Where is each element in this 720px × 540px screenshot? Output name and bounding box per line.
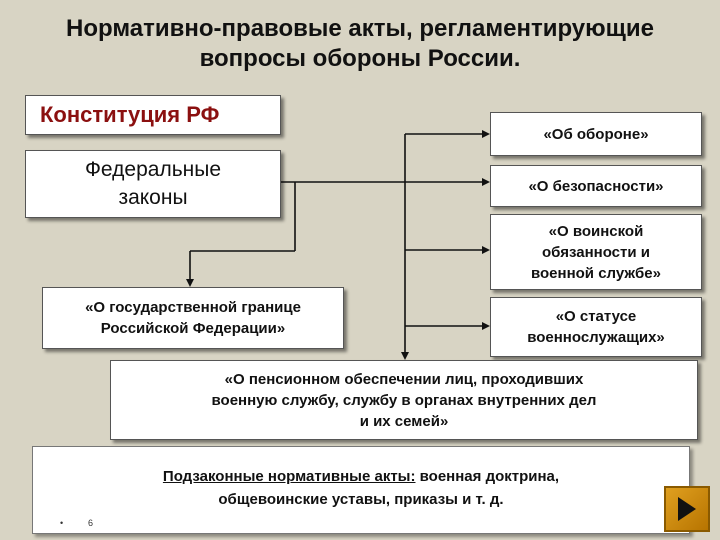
law-pension-box: «О пенсионном обеспечении лиц, проходивш… [110,360,698,440]
arrowhead-status [482,322,490,330]
law-border-line-2: Российской Федерации» [100,320,286,337]
federal-laws-line-1: Федеральные [84,158,222,181]
law-security-box: «О безопасности» [490,165,702,207]
slide-title: Нормативно-правовые акты, регламентирующ… [0,14,720,74]
title-line-2: вопросы обороны России. [199,45,521,72]
constitution-box: Конституция РФ [25,95,281,135]
federal-laws-box: Федеральные законы [25,150,281,218]
law-military-duty-line-1: «О воинской [548,222,644,240]
slide-number: 6 [88,518,94,528]
next-slide-button[interactable] [664,486,710,532]
title-line-1: Нормативно-правовые акты, регламентирующ… [66,15,654,42]
subordinate-acts-text-2: общевоинские уставы, приказы и т. д. [218,491,504,508]
arrowhead-pension [401,352,409,360]
law-pension-line-2: военную службу, службу в органах внутрен… [211,391,597,409]
footer-bullet: • [60,518,64,528]
arrowhead-defense [482,130,490,138]
constitution-label: Конституция РФ [40,102,220,127]
law-defense-label: «Об обороне» [543,125,649,143]
subordinate-acts-label: Подзаконные нормативные акты: [162,468,416,485]
law-security-label: «О безопасности» [528,177,664,195]
law-status-box: «О статусе военнослужащих» [490,297,702,357]
arrowhead-border [186,279,194,287]
arrowhead-security [482,178,490,186]
law-pension-line-1: «О пенсионном обеспечении лиц, проходивш… [224,370,584,388]
law-status-line-2: военнослужащих» [527,329,665,346]
law-border-box: «О государственной границе Российской Фе… [42,287,344,349]
law-status-line-1: «О статусе [555,308,637,325]
law-military-duty-line-3: военной службе» [531,264,661,282]
arrowhead-military-duty [482,246,490,254]
law-defense-box: «Об обороне» [490,112,702,156]
law-military-duty-box: «О воинской обязанности и военной службе… [490,214,702,290]
subordinate-acts-text-1: военная доктрина, [415,468,560,485]
arrow-right-icon [678,497,696,521]
law-pension-line-3: и их семей» [359,412,449,430]
law-military-duty-line-2: обязанности и [542,243,650,261]
law-border-line-1: «О государственной границе [85,299,301,316]
federal-laws-line-2: законы [118,186,188,209]
subordinate-acts-box: Подзаконные нормативные акты: военная до… [32,446,690,534]
